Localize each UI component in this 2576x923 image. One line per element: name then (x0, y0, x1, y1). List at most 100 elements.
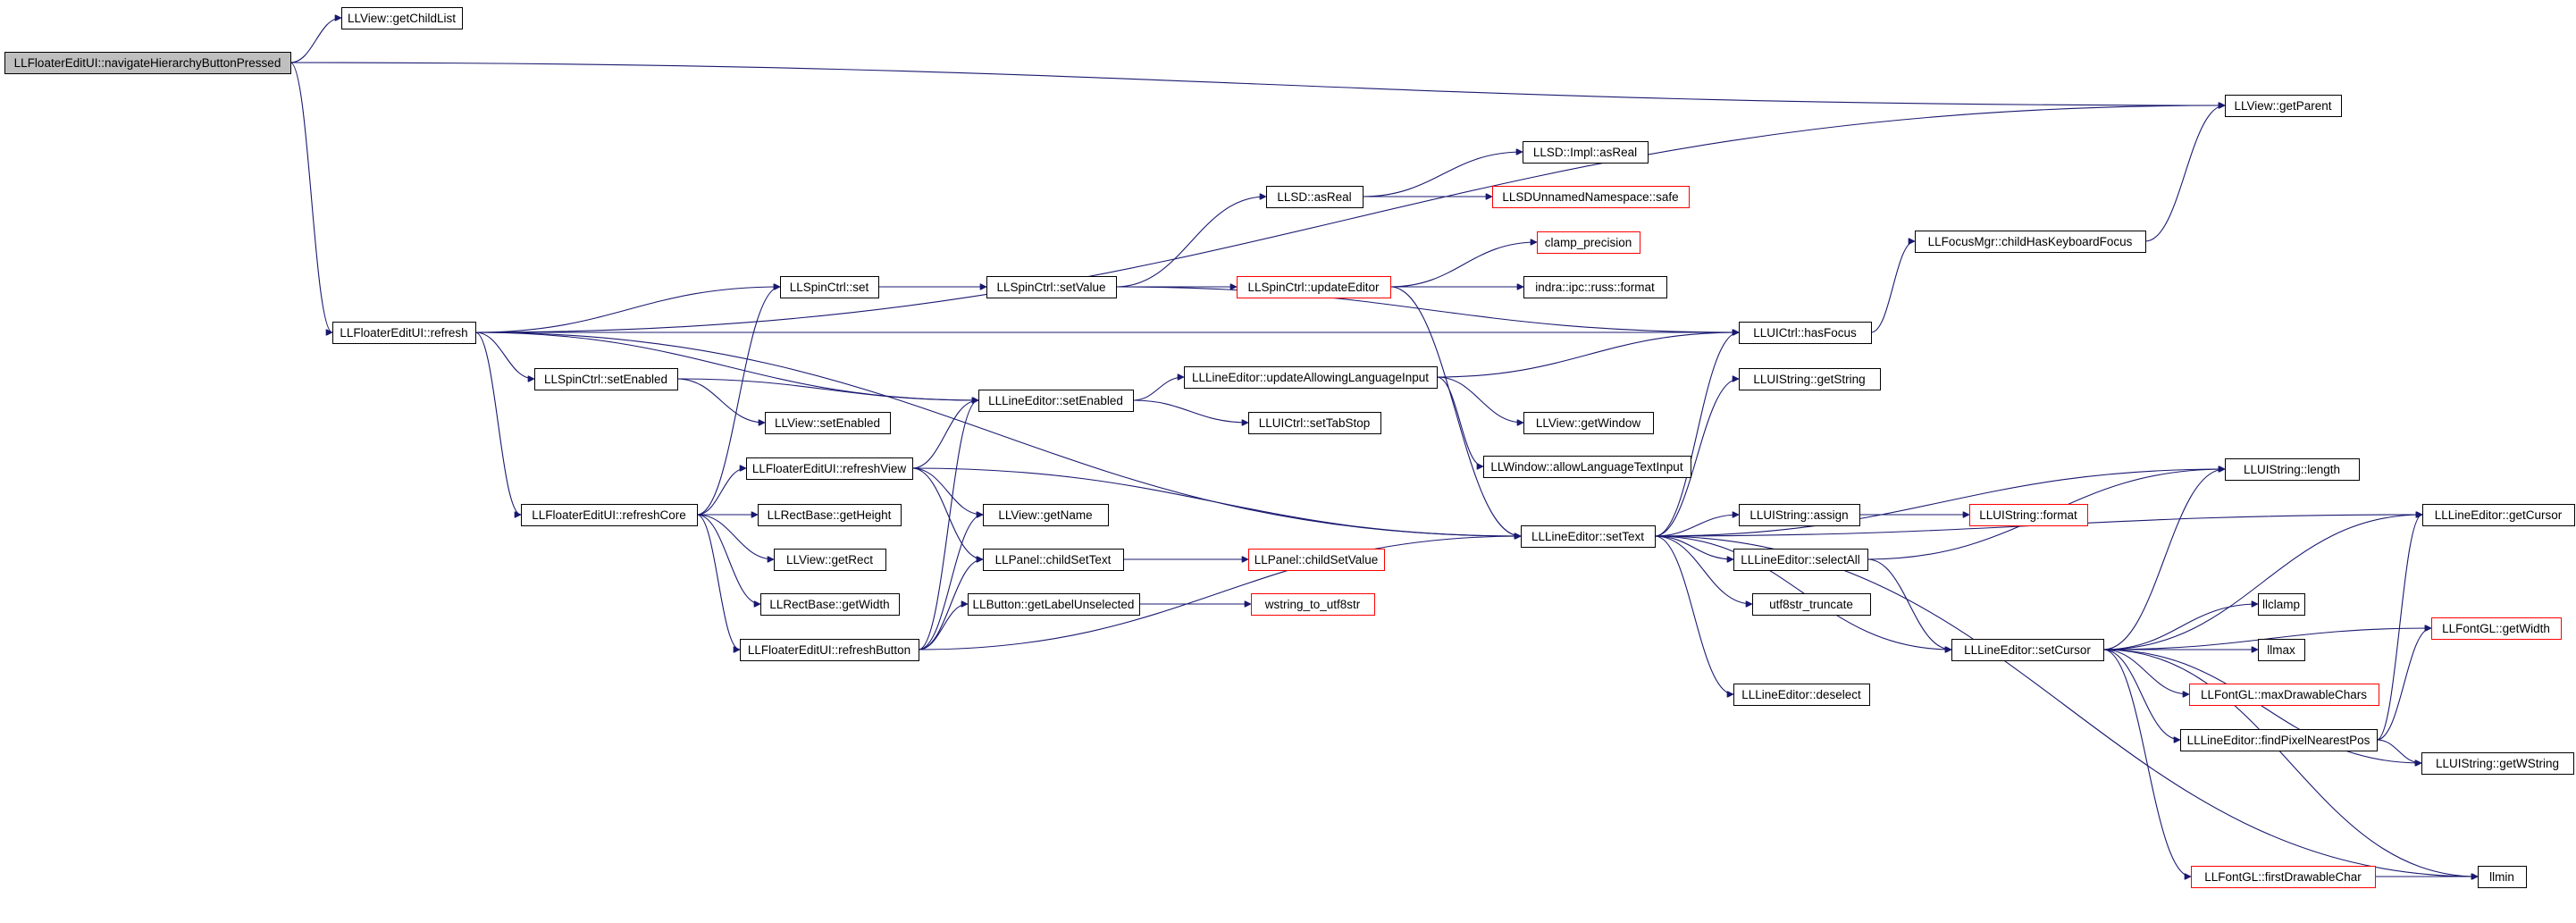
node-box[interactable] (1739, 368, 1881, 390)
graph-node[interactable]: LLSD::Impl::asReal (1523, 141, 1649, 164)
node-box[interactable] (780, 276, 879, 298)
graph-node[interactable]: LLLineEditor::getCursor (2422, 504, 2575, 526)
graph-node[interactable]: LLSpinCtrl::setEnabled (534, 368, 678, 390)
graph-node[interactable]: LLUIString::length (2225, 458, 2360, 481)
node-box[interactable] (1248, 412, 1381, 434)
node-box[interactable] (1521, 525, 1656, 548)
node-box[interactable] (968, 593, 1140, 616)
node-box[interactable] (2189, 684, 2379, 706)
graph-node[interactable]: utf8str_truncate (1752, 593, 1871, 616)
graph-node[interactable]: LLUIString::assign (1739, 504, 1860, 526)
graph-node[interactable]: wstring_to_utf8str (1251, 593, 1375, 616)
graph-node[interactable]: LLLineEditor::selectAll (1733, 549, 1868, 571)
node-box[interactable] (978, 390, 1134, 412)
graph-node[interactable]: LLUIString::format (1969, 504, 2088, 526)
graph-node[interactable]: LLView::getName (983, 504, 1109, 526)
node-box[interactable] (1733, 549, 1868, 571)
node-box[interactable] (758, 504, 902, 526)
node-box[interactable] (1492, 186, 1690, 208)
graph-node[interactable]: llmax (2258, 639, 2305, 661)
node-box[interactable] (740, 639, 919, 661)
graph-node[interactable]: LLUICtrl::setTabStop (1248, 412, 1381, 434)
node-box[interactable] (2421, 752, 2574, 775)
graph-node[interactable]: LLFontGL::firstDrawableChar (2191, 866, 2376, 888)
graph-node[interactable]: LLUICtrl::hasFocus (1739, 322, 1872, 344)
node-box[interactable] (983, 504, 1109, 526)
graph-node[interactable]: LLLineEditor::updateAllowingLanguageInpu… (1184, 366, 1438, 389)
graph-node[interactable]: LLFontGL::getWidth (2431, 617, 2562, 640)
node-box[interactable] (2180, 729, 2378, 751)
node-box[interactable] (4, 52, 291, 74)
graph-node[interactable]: LLPanel::childSetText (983, 549, 1124, 571)
node-box[interactable] (774, 549, 886, 571)
graph-node[interactable]: LLLineEditor::setText (1521, 525, 1656, 548)
node-box[interactable] (2431, 617, 2562, 640)
graph-node[interactable]: clamp_precision (1537, 231, 1640, 254)
node-box[interactable] (1266, 186, 1364, 208)
graph-node[interactable]: LLSDUnnamedNamespace::safe (1492, 186, 1690, 208)
graph-node[interactable]: LLButton::getLabelUnselected (968, 593, 1140, 616)
graph-node[interactable]: LLFloaterEditUI::refreshButton (740, 639, 919, 661)
node-box[interactable] (1251, 593, 1375, 616)
node-box[interactable] (1733, 684, 1870, 706)
node-box[interactable] (1739, 504, 1860, 526)
graph-node[interactable]: LLFloaterEditUI::refreshCore (521, 504, 698, 526)
graph-node[interactable]: LLLineEditor::setEnabled (978, 390, 1134, 412)
node-box[interactable] (1523, 141, 1649, 164)
node-box[interactable] (341, 7, 463, 29)
graph-node[interactable]: LLSD::asReal (1266, 186, 1364, 208)
node-box[interactable] (2478, 866, 2527, 888)
node-box[interactable] (1915, 231, 2146, 253)
node-box[interactable] (765, 412, 891, 434)
graph-node[interactable]: LLFloaterEditUI::refresh (332, 322, 476, 344)
graph-node[interactable]: LLFocusMgr::childHasKeyboardFocus (1915, 231, 2146, 253)
graph-node[interactable]: LLSpinCtrl::setValue (986, 276, 1117, 298)
graph-node[interactable]: LLSpinCtrl::set (780, 276, 879, 298)
node-box[interactable] (534, 368, 678, 390)
graph-node[interactable]: LLPanel::childSetValue (1248, 549, 1385, 571)
node-box[interactable] (986, 276, 1117, 298)
node-box[interactable] (1951, 639, 2104, 661)
node-box[interactable] (2422, 504, 2575, 526)
graph-node[interactable]: LLFloaterEditUI::navigateHierarchyButton… (4, 52, 291, 74)
node-box[interactable] (1752, 593, 1871, 616)
graph-node[interactable]: LLRectBase::getHeight (758, 504, 902, 526)
graph-node[interactable]: LLWindow::allowLanguageTextInput (1483, 456, 1691, 478)
node-box[interactable] (1184, 366, 1438, 389)
node-box[interactable] (1523, 276, 1667, 298)
graph-node[interactable]: LLView::getChildList (341, 7, 463, 29)
node-box[interactable] (1969, 504, 2088, 526)
node-box[interactable] (1739, 322, 1872, 344)
graph-node[interactable]: LLUIString::getString (1739, 368, 1881, 390)
graph-node[interactable]: LLRectBase::getWidth (760, 593, 900, 616)
graph-node[interactable]: LLLineEditor::findPixelNearestPos (2180, 729, 2378, 751)
node-box[interactable] (2258, 639, 2305, 661)
graph-node[interactable]: LLView::getWindow (1523, 412, 1654, 434)
graph-node[interactable]: LLFontGL::maxDrawableChars (2189, 684, 2379, 706)
node-box[interactable] (2225, 95, 2342, 117)
node-box[interactable] (760, 593, 900, 616)
node-box[interactable] (983, 549, 1124, 571)
node-box[interactable] (1248, 549, 1385, 571)
node-box[interactable] (1523, 412, 1654, 434)
graph-node[interactable]: LLLineEditor::setCursor (1951, 639, 2104, 661)
node-box[interactable] (2191, 866, 2376, 888)
graph-node[interactable]: LLFloaterEditUI::refreshView (746, 457, 913, 480)
graph-node[interactable]: LLLineEditor::deselect (1733, 684, 1870, 706)
graph-node[interactable]: LLUIString::getWString (2421, 752, 2574, 775)
graph-node[interactable]: llclamp (2258, 593, 2305, 616)
node-box[interactable] (2258, 593, 2305, 616)
node-box[interactable] (1483, 456, 1691, 478)
graph-node[interactable]: LLView::getRect (774, 549, 886, 571)
node-box[interactable] (521, 504, 698, 526)
graph-node[interactable]: indra::ipc::russ::format (1523, 276, 1667, 298)
graph-node[interactable]: llmin (2478, 866, 2527, 888)
node-box[interactable] (746, 457, 913, 480)
graph-node[interactable]: LLSpinCtrl::updateEditor (1237, 276, 1391, 298)
node-box[interactable] (332, 322, 476, 344)
graph-node[interactable]: LLView::getParent (2225, 95, 2342, 117)
node-box[interactable] (1537, 231, 1640, 254)
node-box[interactable] (1237, 276, 1391, 298)
graph-node[interactable]: LLView::setEnabled (765, 412, 891, 434)
node-box[interactable] (2225, 458, 2360, 481)
